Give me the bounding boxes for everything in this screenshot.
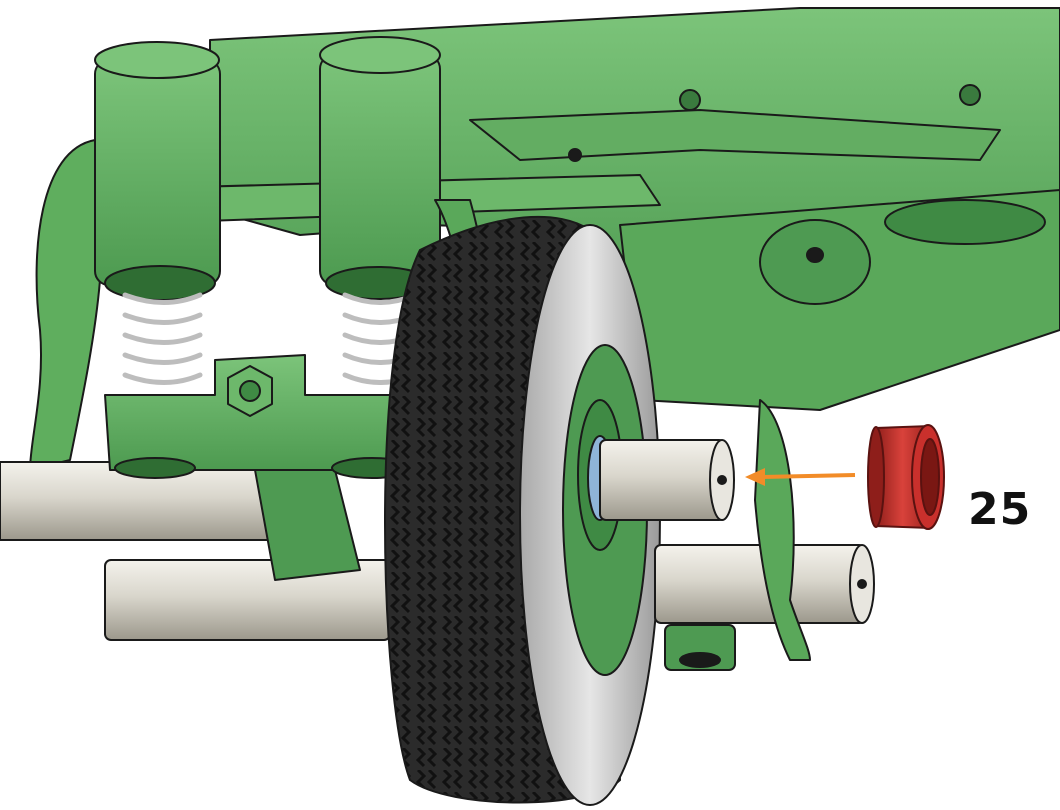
bushing-icon [867,424,945,530]
bushing-bore [920,438,940,516]
arrow-left-icon [759,473,856,479]
center-upper-housing-top [319,36,441,74]
left-axles [0,461,391,641]
frame-bolt [679,89,701,111]
right-axle-lower [654,544,866,624]
bracket-foot [114,457,196,479]
left-hanger-arm [29,139,101,471]
part-number-label: 25 [968,484,1032,535]
frame-bolt [959,84,981,106]
frame-bolt [568,148,582,162]
center-spring [342,292,418,385]
right-hanger [664,399,811,671]
bushing-back [867,426,885,528]
right-axles [599,439,875,624]
bracket-body [104,354,431,471]
callout [745,424,945,530]
right-hanger-arm [754,399,811,661]
left-upper-housing-top [94,41,220,79]
frame-brace [469,109,1001,161]
frame-oval-opening [884,199,1046,245]
right-hanger-foot-hole [679,652,721,668]
left-hanger [29,41,221,471]
right-axle-upper [599,439,726,521]
frame-boss-hole [806,247,824,263]
arrow-head [745,468,765,486]
left-upper-housing [94,59,221,286]
left-spring [122,292,203,385]
right-axle-lower-hole [857,579,867,589]
equalizer-bracket [104,354,431,581]
bracket-hex-nut-center [239,380,261,402]
right-axle-upper-hole [717,475,727,485]
